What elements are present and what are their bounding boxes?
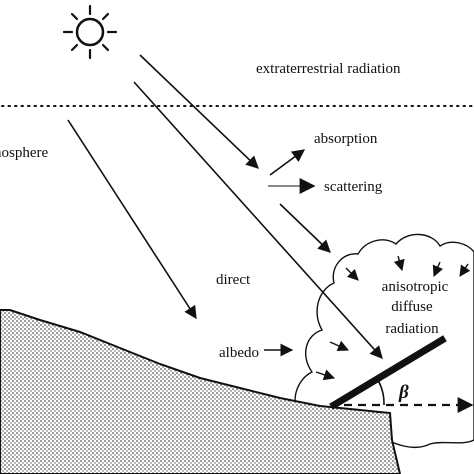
ray-scatter-down <box>279 203 331 253</box>
scattering-label: scattering <box>324 179 383 195</box>
ray-upper <box>139 54 259 169</box>
absorption-arrow <box>269 149 306 176</box>
absorption-label: absorption <box>314 131 378 147</box>
diffuse-label-line3: radiation <box>385 321 439 337</box>
beta-label: β <box>398 382 409 403</box>
diffuse-arrows <box>315 255 471 381</box>
ray-left <box>67 119 197 320</box>
tilt-angle-arc <box>377 379 385 406</box>
tilted-panel <box>329 335 447 410</box>
sun-icon <box>62 4 118 60</box>
diffuse-label-line2: diffuse <box>391 299 433 315</box>
incoming-rays <box>67 54 383 359</box>
albedo-label: albedo <box>219 345 259 361</box>
direct-label: direct <box>216 272 251 288</box>
extraterrestrial-label: extraterrestrial radiation <box>256 61 401 77</box>
ground-slope <box>0 309 402 474</box>
diffuse-label-line1: anisotropic <box>382 279 449 295</box>
atmosphere-label: atmosphere <box>0 145 48 161</box>
ray-mid <box>133 81 383 359</box>
